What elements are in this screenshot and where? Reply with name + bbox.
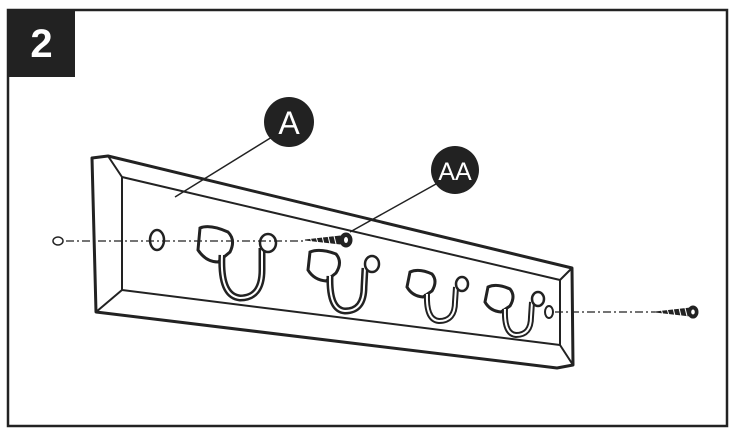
wall-hole-left	[52, 236, 64, 246]
screw-lower	[654, 305, 699, 319]
hook-1	[196, 225, 278, 302]
hook-3	[405, 268, 470, 325]
hook-2	[306, 248, 381, 315]
leader-line-a	[174, 136, 273, 198]
hook-4	[483, 283, 546, 339]
callout-aa: AA	[431, 146, 479, 194]
screw-aa-upper	[304, 232, 353, 248]
leader-line-aa	[349, 183, 437, 233]
step-number: 2	[30, 21, 53, 66]
diagram-border	[6, 8, 729, 428]
callout-aa-label: AA	[438, 158, 472, 186]
callout-a-label: A	[278, 105, 300, 141]
step-number-badge: 2	[8, 10, 75, 77]
callout-a: A	[264, 97, 314, 147]
alignment-lines	[66, 240, 655, 313]
